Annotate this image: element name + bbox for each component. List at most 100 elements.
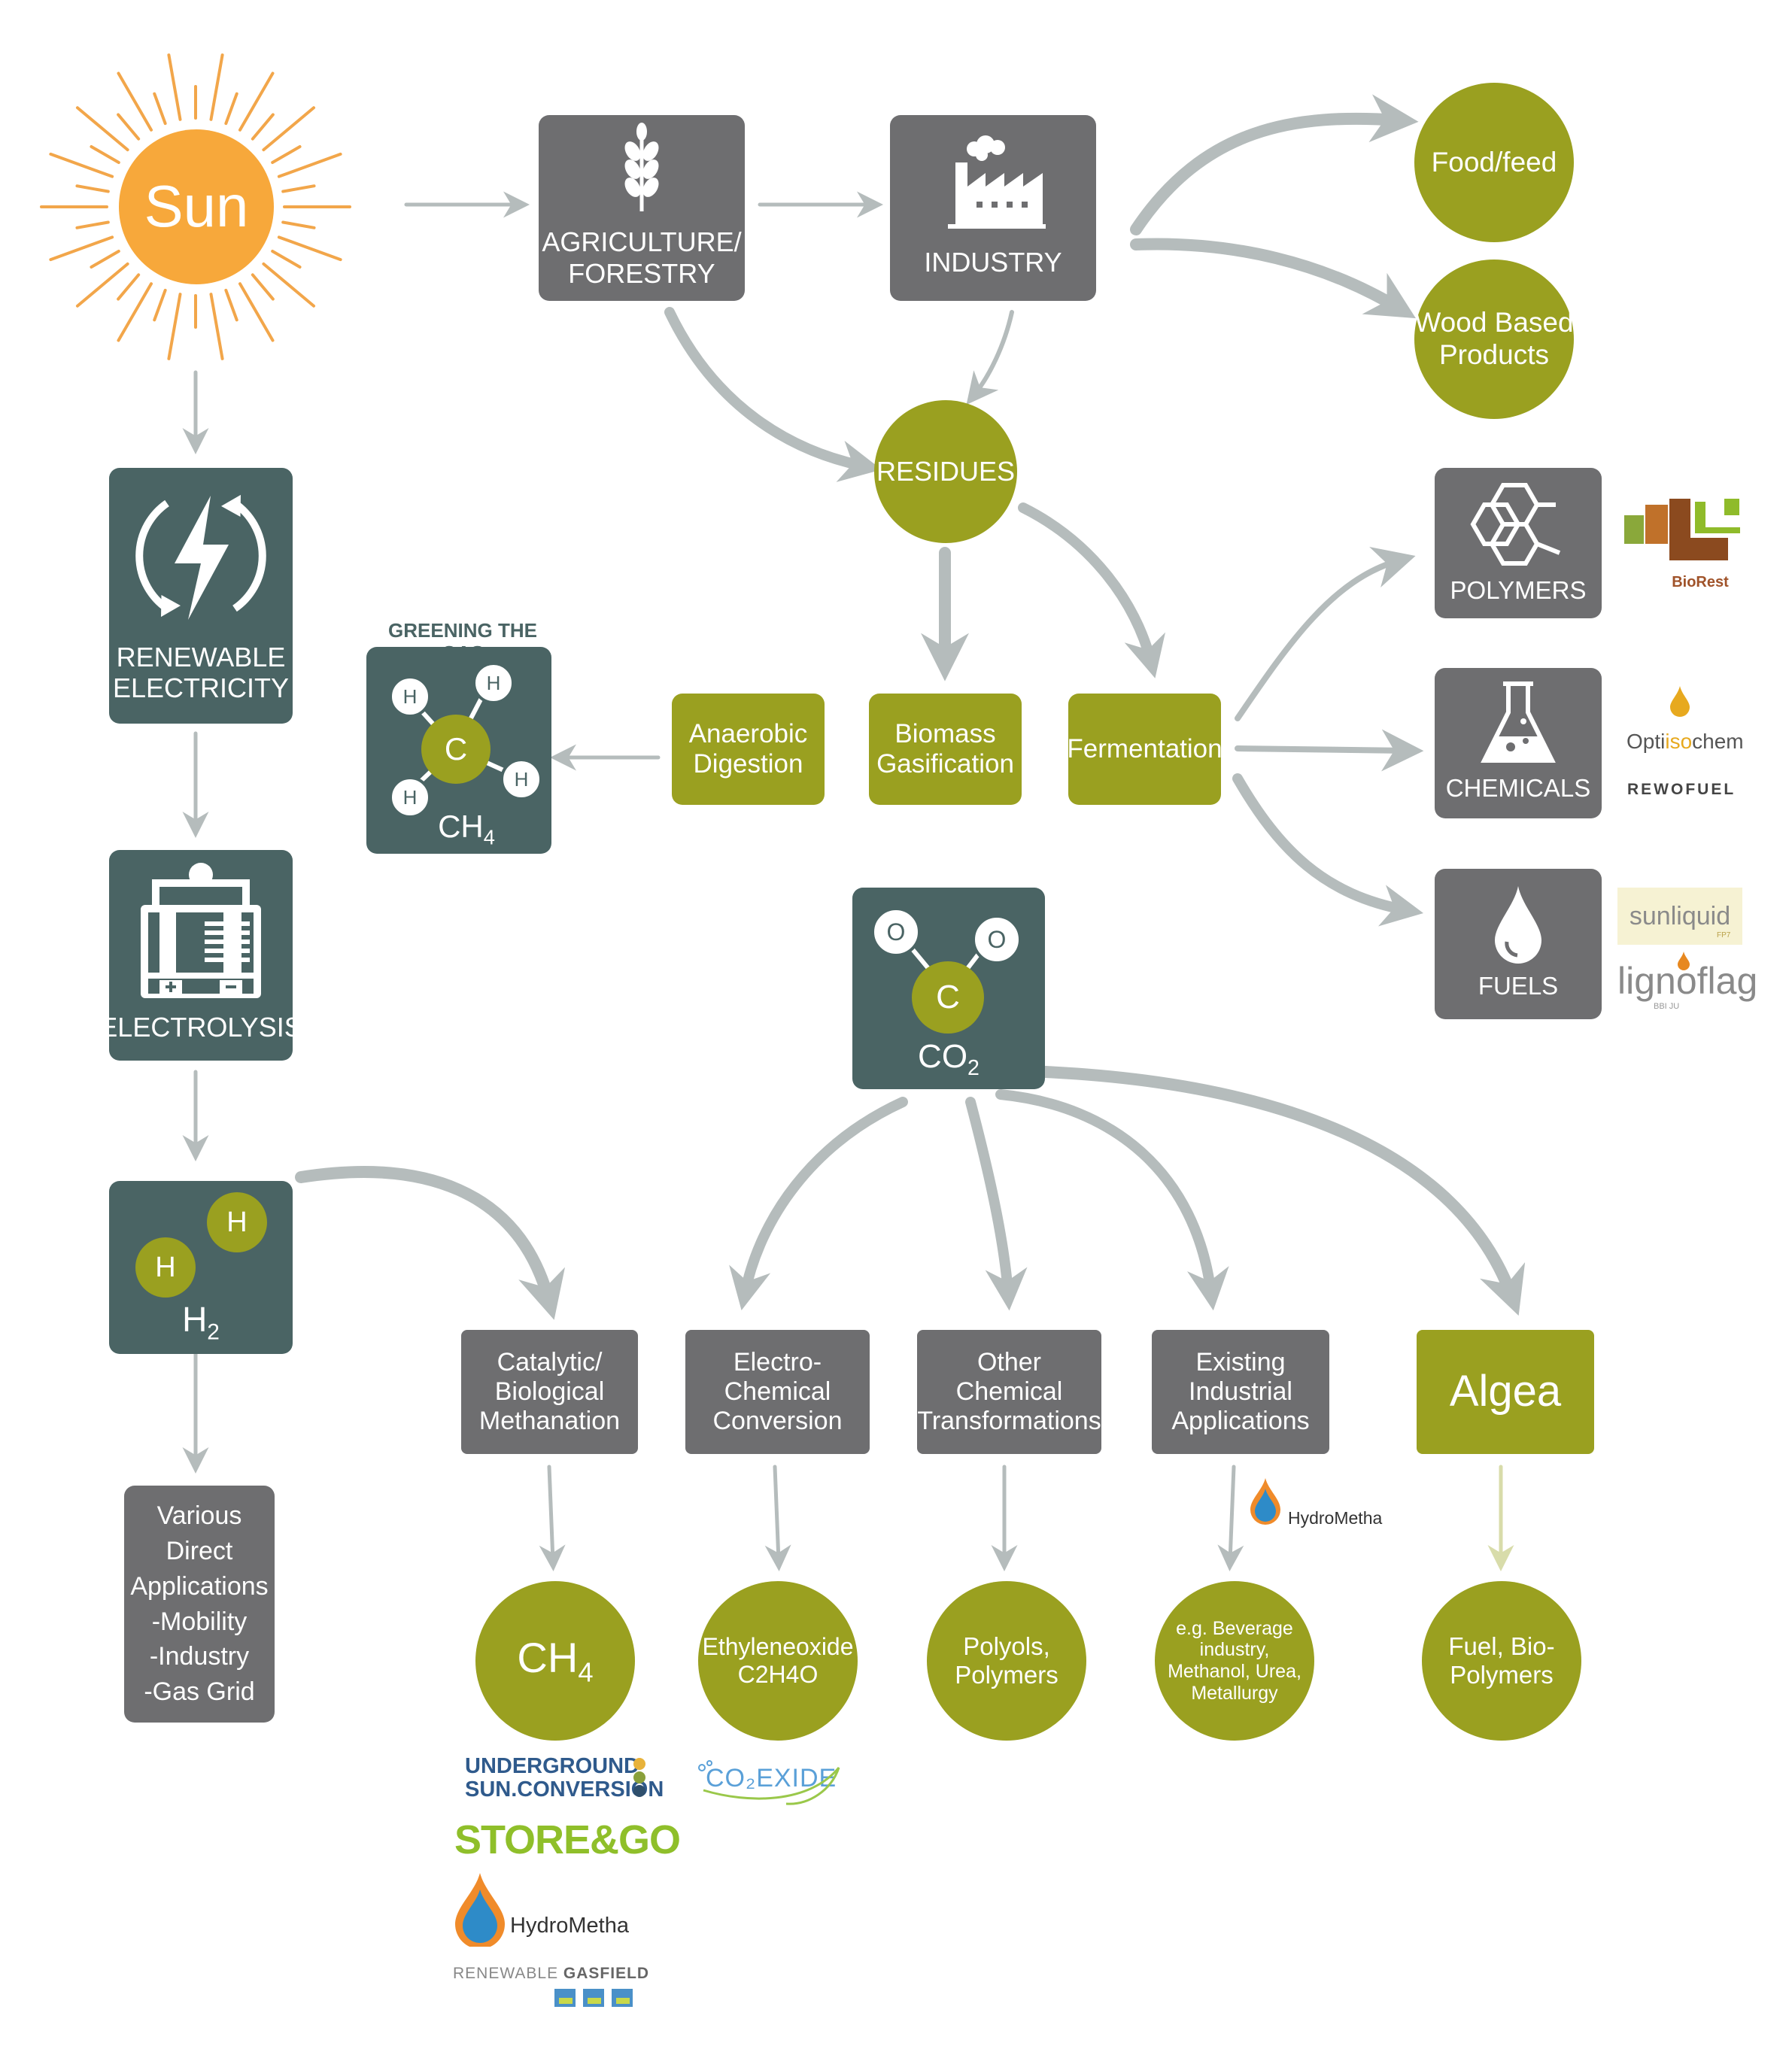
anaerobic-digestion-label: Anaerobic Digestion (688, 718, 808, 779)
electrolysis-label: ELECTROLYSIS (99, 1012, 302, 1043)
agriculture-forestry-box: AGRICULTURE/ FORESTRY (539, 115, 745, 301)
co2-oxygen-atom-1: O (871, 907, 921, 957)
sun-ray (277, 235, 342, 262)
sun-ray (209, 53, 224, 121)
sun-ray (238, 282, 275, 342)
h2-atom-2: H (135, 1237, 196, 1298)
arrow-co2-algea (1040, 1066, 1526, 1316)
optisochem-logo: Optiisochem (1626, 730, 1744, 753)
algea-label: Algea (1449, 1367, 1562, 1416)
store-and-go-logo: STORE&GO (454, 1817, 681, 1862)
beverage-industry-label: e.g. Beverage industry, Methanol, Urea, … (1168, 1617, 1301, 1704)
factory-icon (948, 135, 1046, 229)
chemicals-label: CHEMICALS (1445, 774, 1591, 803)
sun-ray (262, 262, 316, 308)
polymers-box: POLYMERS (1435, 468, 1602, 618)
existing-industrial-applications-box: Existing Industrial Applications (1152, 1330, 1329, 1454)
other-chemical-transformations-box: Other Chemical Transformations (917, 1330, 1101, 1454)
arrow-industry-wood (1130, 238, 1416, 319)
sun-ray (117, 273, 141, 301)
fuel-bio-polymers-circle: Fuel, Bio- Polymers (1422, 1581, 1581, 1741)
hydrometha-drop-icon-small (1250, 1478, 1280, 1525)
gasfield-panels-icon (554, 1989, 633, 2007)
sun-ray (117, 113, 141, 141)
arrow-co2-existing (995, 1089, 1229, 1311)
lignoflag-drop-icon (1678, 952, 1690, 970)
various-applications-box: Various Direct Applications -Mobility -I… (124, 1486, 275, 1723)
arrow-residues-ferm (1018, 502, 1165, 678)
algea-box: Algea (1417, 1330, 1594, 1454)
sun-ray (75, 220, 110, 229)
biorest-logo: BioRest (1672, 574, 1729, 590)
methane-hydrogen-atom-3: H (500, 758, 542, 800)
co2exide-swoosh-icon (698, 1760, 840, 1805)
sun-ray (49, 235, 114, 262)
sun: Sun (119, 129, 274, 284)
agriculture-forestry-label: AGRICULTURE/ FORESTRY (542, 226, 742, 289)
polyols-polymers-circle: Polyols, Polymers (927, 1581, 1086, 1741)
wood-based-products-label: Wood Based Products (1414, 307, 1574, 370)
methane-hydrogen-atom-2: H (472, 662, 515, 704)
h2-formula: H2 (182, 1300, 220, 1345)
sun-label: Sun (144, 173, 249, 240)
sun-ray (209, 293, 224, 360)
renewable-electricity-box: RENEWABLE ELECTRICITY (109, 468, 293, 724)
chemicals-box: CHEMICALS (1435, 668, 1602, 818)
h2-atom-1: H (207, 1192, 267, 1252)
electrolysis-box: ELECTROLYSIS (99, 850, 302, 1061)
sun-ray (224, 288, 238, 322)
underground-dots-icon (633, 1758, 645, 1797)
sun-ray (224, 92, 238, 126)
arrow-catalytic-ch4 (539, 1465, 566, 1571)
ch4-output-label: CH4 (517, 1633, 594, 1688)
arrow-existing-beverage (1217, 1465, 1244, 1571)
catalytic-methanation-label: Catalytic/ Biological Methanation (478, 1347, 621, 1436)
ethyleneoxide-circle: Ethyleneoxide C2H4O (698, 1581, 858, 1741)
biorest-logo-mark (1624, 499, 1740, 560)
arrow-agri-residues (664, 307, 882, 482)
sun-ray (90, 145, 120, 164)
co2-formula: CO2 (918, 1038, 980, 1080)
arrow-ferm-fuels (1232, 773, 1424, 927)
fuels-label: FUELS (1478, 972, 1559, 1000)
beverage-industry-circle: e.g. Beverage industry, Methanol, Urea, … (1155, 1581, 1314, 1741)
sun-ray (153, 288, 167, 322)
renewable-electricity-label: RENEWABLE ELECTRICITY (112, 641, 290, 703)
methane-hydrogen-atom-4: H (389, 776, 431, 818)
sun-ray (75, 262, 129, 308)
polyols-polymers-label: Polyols, Polymers (955, 1632, 1058, 1689)
polymer-hexagon-icon (1470, 482, 1561, 566)
sun-ray (153, 92, 167, 126)
arrow-ferm-chemicals (1235, 729, 1424, 772)
arrow-co2-electro (729, 1097, 908, 1310)
wheat-icon (624, 123, 659, 212)
arrow-h2-catalytic (295, 1166, 565, 1320)
existing-industrial-applications-label: Existing Industrial Applications (1171, 1347, 1310, 1436)
rewofuel-logo: REWOFUEL (1627, 781, 1736, 798)
sun-ray (281, 220, 316, 229)
sun-ray (251, 273, 275, 301)
fuel-drop-icon (1495, 886, 1541, 964)
underground-sun-conversion-logo: UNDERGROUND SUN.CONVERSION (465, 1754, 664, 1802)
hydrometha-logo-small: HydroMetha (1288, 1508, 1383, 1528)
ch4-output-circle: CH4 (475, 1581, 635, 1741)
electro-chemical-conversion-box: Electro- Chemical Conversion (685, 1330, 870, 1454)
electro-chemical-conversion-label: Electro- Chemical Conversion (712, 1347, 843, 1436)
sun-ray (271, 250, 302, 269)
sun-ray (90, 250, 120, 269)
fermentation-box: Fermentation (1067, 694, 1223, 805)
sun-ray (117, 282, 153, 342)
other-chemical-transformations-label: Other Chemical Transformations (917, 1347, 1101, 1436)
sun-ray (271, 145, 302, 164)
sun-ray (167, 293, 182, 360)
sun-ray (167, 53, 182, 121)
fermentation-label: Fermentation (1067, 733, 1223, 763)
residues-label: RESIDUES (876, 456, 1016, 487)
arrow-co2-other (965, 1097, 1028, 1311)
biomass-gasification-box: Biomass Gasification (869, 694, 1022, 805)
arrow-industry-residues (966, 310, 1014, 405)
arrow-ferm-polymers (1235, 547, 1416, 721)
hydrometha-logo: HydroMetha (510, 1914, 629, 1938)
renewable-gasfield-logo: RENEWABLE GASFIELD (453, 1965, 650, 1982)
